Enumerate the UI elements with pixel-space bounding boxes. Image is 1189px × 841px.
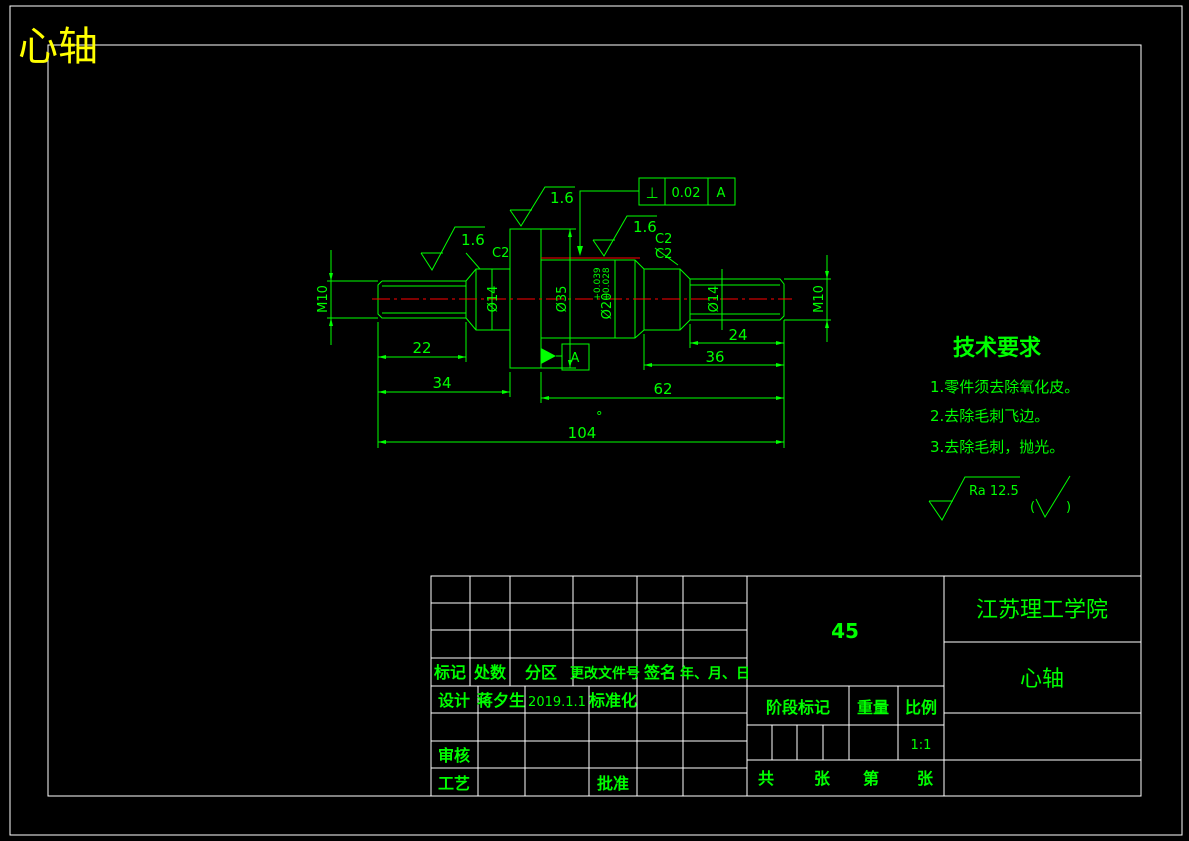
tb-header-mark: 标记 bbox=[433, 663, 466, 682]
ra-paren-open: ( bbox=[1030, 500, 1035, 515]
tol-upper: +0.039 bbox=[593, 267, 603, 301]
dim-m10-left: M10 bbox=[316, 285, 331, 313]
tech-line-3: 3.去除毛刺，抛光。 bbox=[930, 438, 1064, 456]
tb-design-label: 设计 bbox=[438, 691, 470, 710]
dimension-arrows bbox=[329, 229, 829, 444]
tb-seq: 第 bbox=[863, 769, 879, 788]
dim-62: 62 bbox=[653, 380, 672, 398]
dim-22: 22 bbox=[412, 339, 431, 357]
tb-approve: 批准 bbox=[597, 774, 629, 793]
tb-sheets-1: 张 bbox=[814, 769, 831, 788]
tb-scale: 1:1 bbox=[911, 738, 932, 753]
tech-line-2: 2.去除毛刺飞边。 bbox=[930, 407, 1049, 425]
tb-standard: 标准化 bbox=[588, 691, 637, 710]
tb-scale-label: 比例 bbox=[905, 698, 937, 717]
roughness-1: 1.6 bbox=[461, 231, 485, 249]
tb-total: 共 bbox=[758, 769, 774, 788]
dim-d20: Ø20 bbox=[600, 293, 615, 320]
roughness-ra-symbol bbox=[928, 475, 1071, 521]
degree-mark: ° bbox=[596, 410, 603, 425]
drawing-title: 心轴 bbox=[18, 24, 98, 70]
title-block-grid bbox=[430, 575, 1142, 797]
tb-weight: 重量 bbox=[857, 698, 889, 717]
dim-m10-right: M10 bbox=[812, 285, 827, 313]
roughness-symbols bbox=[420, 186, 679, 271]
tb-header-zone: 分区 bbox=[525, 663, 557, 682]
tb-sheets-2: 张 bbox=[917, 769, 934, 788]
chamfer-mid1: C2 bbox=[655, 232, 672, 247]
tb-design-date: 2019.1.1 bbox=[528, 695, 586, 710]
tb-designer: 蒋夕生 bbox=[477, 691, 525, 710]
tech-title: 技术要求 bbox=[953, 336, 1041, 361]
outer-border bbox=[9, 5, 1183, 836]
ra-paren-close: ) bbox=[1066, 500, 1071, 515]
tb-header-sign: 签名 bbox=[643, 663, 676, 682]
tb-process: 工艺 bbox=[438, 774, 470, 793]
tb-header-date: 年、月、日 bbox=[680, 665, 750, 682]
gdt-value: 0.02 bbox=[672, 186, 701, 201]
roughness-3: 1.6 bbox=[633, 218, 657, 236]
chamfer-left: C2 bbox=[492, 246, 509, 261]
tb-part-name: 心轴 bbox=[1020, 667, 1064, 692]
dim-d14-left: Ø14 bbox=[486, 286, 501, 313]
gdt-datum: A bbox=[717, 186, 726, 201]
tol-lower: +0.028 bbox=[602, 267, 612, 301]
tb-header-doc: 更改文件号 bbox=[570, 665, 640, 682]
dim-104: 104 bbox=[568, 424, 597, 442]
gdt-frame bbox=[577, 177, 736, 256]
tb-school: 江苏理工学院 bbox=[976, 598, 1108, 623]
dimension-lines bbox=[327, 228, 831, 448]
tb-material: 45 bbox=[831, 619, 859, 643]
ra-value: Ra 12.5 bbox=[969, 484, 1019, 499]
tb-stage-mark: 阶段标记 bbox=[766, 698, 830, 717]
gdt-symbol: ⊥ bbox=[645, 184, 658, 202]
datum-symbol bbox=[541, 343, 590, 371]
roughness-2: 1.6 bbox=[550, 189, 574, 207]
datum-label: A bbox=[571, 351, 580, 366]
tb-review: 审核 bbox=[438, 746, 470, 765]
dim-34: 34 bbox=[432, 374, 451, 392]
shaft-outline bbox=[372, 228, 792, 369]
dim-d35: Ø35 bbox=[555, 286, 570, 313]
dim-36: 36 bbox=[705, 348, 724, 366]
tb-header-count: 处数 bbox=[473, 663, 507, 682]
tech-line-1: 1.零件须去除氧化皮。 bbox=[930, 378, 1079, 396]
dim-24: 24 bbox=[728, 326, 747, 344]
dim-d14-right: Ø14 bbox=[707, 286, 722, 313]
